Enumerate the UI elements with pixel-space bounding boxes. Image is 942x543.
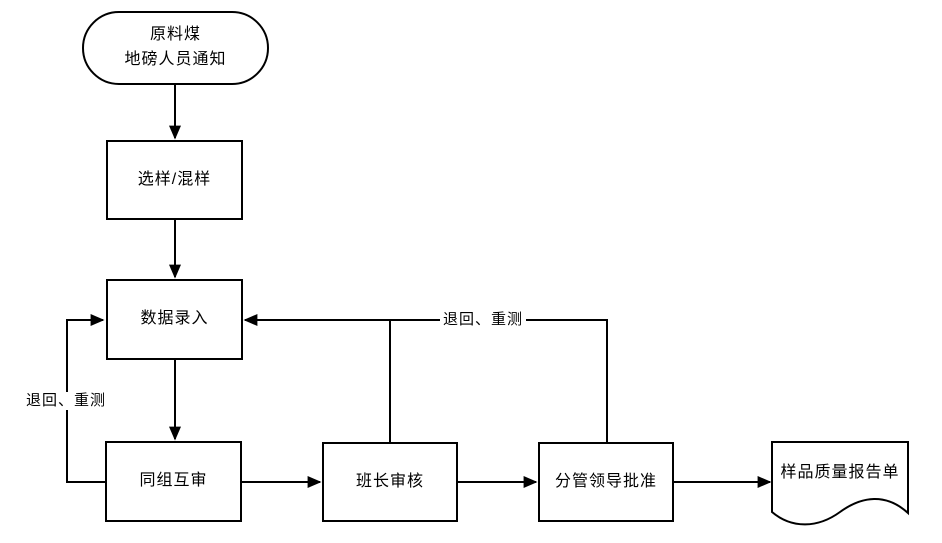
- node-entry: 数据录入: [106, 279, 243, 360]
- node-peer-review-label: 同组互审: [139, 472, 208, 490]
- node-sample-label: 选样/混样: [137, 170, 212, 188]
- node-start: 原料煤 地磅人员通知: [82, 11, 269, 85]
- node-leader-review: 班长审核: [322, 442, 458, 522]
- node-peer-review: 同组互审: [105, 441, 242, 522]
- node-leader-review-label: 班长审核: [355, 472, 424, 490]
- node-report-label: 样品质量报告单: [780, 464, 900, 481]
- document-shape: [771, 441, 909, 526]
- arrow-top-feedback-loop: [243, 314, 608, 442]
- edge-label-top-loop: 退回、重测: [440, 311, 526, 329]
- node-manager-approve-label: 分管领导批准: [554, 472, 657, 490]
- node-start-line1: 原料煤: [149, 26, 201, 44]
- edge-label-left-loop: 退回、重测: [23, 392, 109, 410]
- node-sample: 选样/混样: [106, 140, 243, 220]
- node-start-line2: 地磅人员通知: [124, 51, 227, 68]
- node-manager-approve: 分管领导批准: [538, 442, 674, 522]
- node-entry-label: 数据录入: [140, 310, 209, 328]
